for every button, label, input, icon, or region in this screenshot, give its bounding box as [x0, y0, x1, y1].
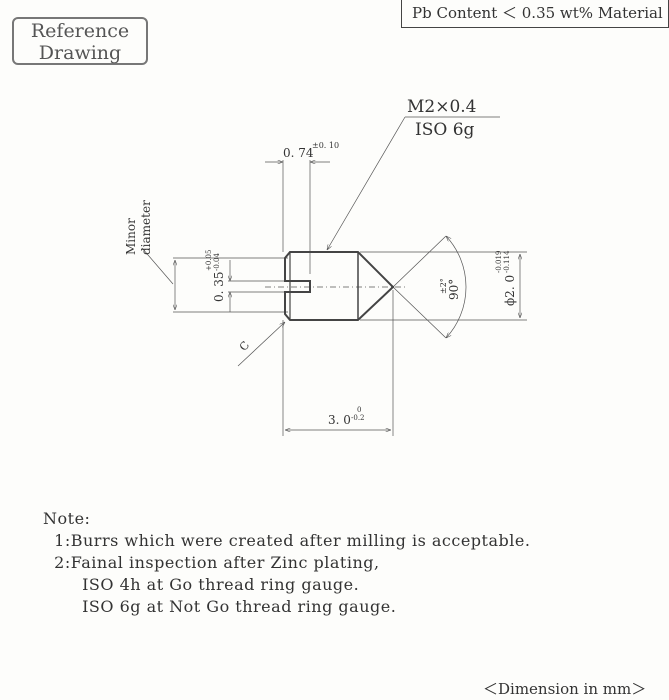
length-tol-upper: 0	[357, 406, 361, 414]
angle-tolerance: ±2°	[439, 278, 448, 294]
note-line: ISO 6g at Not Go thread ring gauge.	[43, 597, 397, 616]
slot-depth-label: 0. 74	[283, 146, 314, 160]
notes: Note: 1:Burrs which were created after m…	[43, 508, 530, 618]
reference-drawing-badge: Reference Drawing	[12, 17, 148, 65]
set-screw-outline	[284, 251, 395, 321]
badge-line-2: Drawing	[38, 42, 122, 64]
slot-width-tol-upper: +0.05	[205, 250, 213, 271]
badge-line-1: Reference	[30, 20, 130, 42]
length-tol-lower: -0.2	[351, 414, 365, 422]
length-label: 3. 0	[328, 413, 351, 427]
angle-label: 90°	[447, 279, 461, 300]
note-line: 1:Burrs which were created after milling…	[43, 531, 531, 550]
minor-diameter-leader	[141, 247, 174, 285]
minor-diameter-label-2: diameter	[139, 200, 153, 255]
note-line: 2:Fainal inspection after Zinc plating,	[43, 553, 380, 572]
diameter-tol-upper: -0.019	[495, 251, 503, 273]
diameter-label: ϕ2. 0	[503, 275, 517, 306]
note-line: ISO 4h at Go thread ring gauge.	[43, 575, 360, 594]
chamfer-label: C	[237, 339, 252, 354]
slot-depth-tolerance: ±0. 10	[312, 141, 339, 150]
notes-title: Note:	[43, 509, 91, 528]
thread-spec-label: M2×0.4	[407, 97, 477, 117]
diameter-tol-lower: -0.114	[503, 250, 511, 273]
minor-diameter-label-1: Minor	[124, 218, 138, 255]
thread-leader	[327, 116, 406, 250]
units-note: ＜Dimension in mm＞	[483, 680, 647, 698]
slot-width-tol-lower: -0.04	[213, 253, 221, 271]
chamfer-leader	[237, 322, 285, 367]
angle-arc	[446, 236, 467, 338]
thread-tolerance-label: ISO 6g	[415, 120, 475, 140]
slot-width-label: 0. 35	[212, 271, 226, 302]
